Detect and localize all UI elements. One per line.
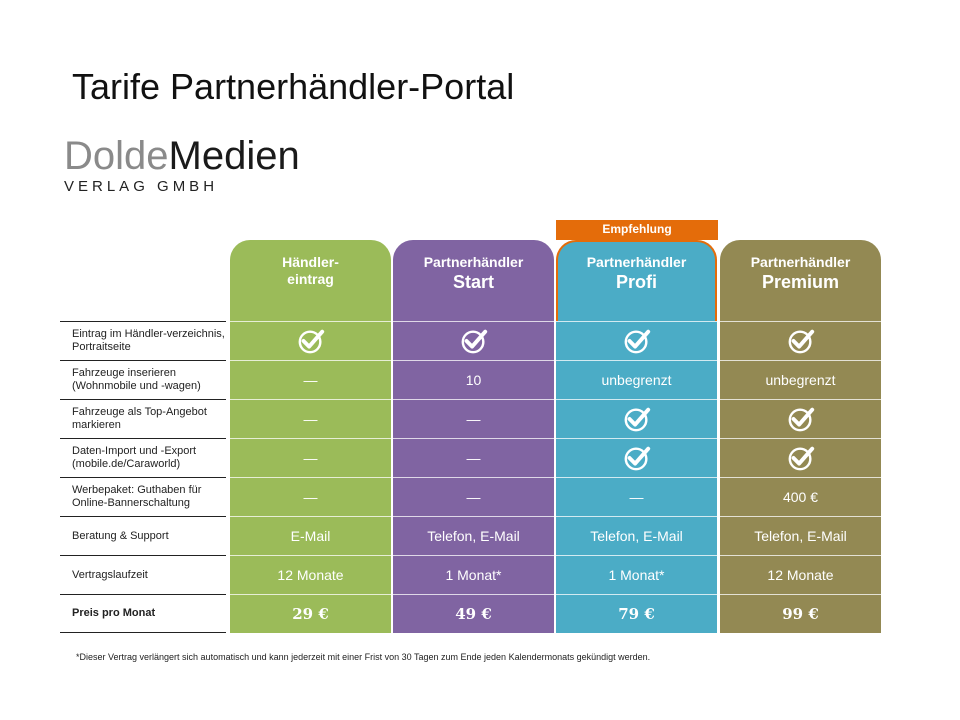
column-header-line2: Start: [452, 272, 494, 292]
table-cell: 12 Monate: [230, 555, 391, 594]
cell-value: —: [303, 372, 318, 388]
table-cell: 12 Monate: [720, 555, 881, 594]
table-cell: 29 €: [230, 594, 391, 633]
table-cell: —: [230, 438, 391, 477]
table-cell: 1 Monat*: [393, 555, 554, 594]
table-cell: 99 €: [720, 594, 881, 633]
column-header-line1: Partnerhändler: [586, 254, 687, 270]
table-cell: [720, 399, 881, 438]
table-cell: —: [393, 399, 554, 438]
cell-value: unbegrenzt: [765, 372, 836, 388]
cell-value: Telefon, E-Mail: [590, 528, 683, 544]
table-cell: unbegrenzt: [720, 360, 881, 399]
check-circle-icon: [624, 446, 650, 471]
row-label: Beratung & Support: [60, 516, 226, 555]
table-cell: unbegrenzt: [556, 360, 717, 399]
table-cell: —: [230, 477, 391, 516]
cell-value: 12 Monate: [767, 567, 834, 583]
logo-subline: VERLAG GMBH: [64, 178, 219, 195]
recommendation-badge: Empfehlung: [556, 220, 718, 240]
cell-value: 10: [465, 372, 482, 388]
cell-value: 29 €: [292, 605, 329, 623]
cell-value: 49 €: [455, 605, 492, 623]
cell-value: 99 €: [782, 605, 819, 623]
table-cell: [720, 321, 881, 360]
table-cell: 49 €: [393, 594, 554, 633]
page-title: Tarife Partnerhändler-Portal: [72, 66, 515, 107]
table-cell: 1 Monat*: [556, 555, 717, 594]
column-header-handler: Händler-eintrag: [230, 240, 391, 321]
table-cell: —: [393, 477, 554, 516]
column-header-line2: eintrag: [287, 271, 334, 287]
check-circle-icon: [624, 407, 650, 432]
cell-value: —: [466, 489, 481, 505]
table-cell: E-Mail: [230, 516, 391, 555]
table-cell: Telefon, E-Mail: [556, 516, 717, 555]
column-header-line1: Händler-: [282, 254, 339, 270]
footnote: *Dieser Vertrag verlängert sich automati…: [76, 652, 651, 662]
column-header-line2: Profi: [615, 272, 657, 292]
check-circle-icon: [298, 329, 324, 354]
check-circle-icon: [788, 446, 814, 471]
table-cell: —: [556, 477, 717, 516]
row-label: Werbepaket: Guthaben für Online-Bannersc…: [60, 477, 226, 516]
table-cell: [720, 438, 881, 477]
table-cell: —: [393, 438, 554, 477]
cell-value: —: [303, 489, 318, 505]
table-cell: [556, 399, 717, 438]
row-label: Preis pro Monat: [60, 594, 226, 633]
table-cell: —: [230, 399, 391, 438]
row-label: Daten-Import und -Export (mobile.de/Cara…: [60, 438, 226, 477]
cell-value: 12 Monate: [277, 567, 344, 583]
table-cell: [556, 438, 717, 477]
table-cell: Telefon, E-Mail: [393, 516, 554, 555]
column-header-line1: Partnerhändler: [750, 254, 851, 270]
table-cell: [556, 321, 717, 360]
table-cell: 400 €: [720, 477, 881, 516]
dolde-medien-logo: DoldeMedien VERLAG GMBH: [64, 136, 300, 195]
check-circle-icon: [624, 329, 650, 354]
cell-value: —: [629, 489, 644, 505]
check-circle-icon: [461, 329, 487, 354]
cell-value: 79 €: [618, 605, 655, 623]
cell-value: Telefon, E-Mail: [754, 528, 847, 544]
row-label: Fahrzeuge als Top-Angebot markieren: [60, 399, 226, 438]
column-header-line1: Partnerhändler: [423, 254, 524, 270]
table-cell: —: [230, 360, 391, 399]
cell-value: 400 €: [782, 489, 819, 505]
cell-value: unbegrenzt: [601, 372, 672, 388]
logo-word-dolde: Dolde: [64, 134, 169, 178]
cell-value: 1 Monat*: [445, 567, 502, 583]
row-label: Vertragslaufzeit: [60, 555, 226, 594]
cell-value: —: [303, 411, 318, 427]
table-cell: [230, 321, 391, 360]
cell-value: 1 Monat*: [608, 567, 665, 583]
cell-value: —: [466, 411, 481, 427]
check-circle-icon: [788, 329, 814, 354]
check-circle-icon: [788, 407, 814, 432]
table-cell: 10: [393, 360, 554, 399]
cell-value: —: [466, 450, 481, 466]
table-cell: Telefon, E-Mail: [720, 516, 881, 555]
row-label: Eintrag im Händler-verzeichnis, Portrait…: [60, 321, 226, 360]
logo-word-medien: Medien: [168, 134, 300, 178]
row-label: Fahrzeuge inserieren (Wohnmobile und -wa…: [60, 360, 226, 399]
cell-value: E-Mail: [290, 528, 331, 544]
column-header-line2: Premium: [761, 272, 840, 292]
cell-value: Telefon, E-Mail: [427, 528, 520, 544]
cell-value: —: [303, 450, 318, 466]
table-cell: [393, 321, 554, 360]
table-cell: 79 €: [556, 594, 717, 633]
